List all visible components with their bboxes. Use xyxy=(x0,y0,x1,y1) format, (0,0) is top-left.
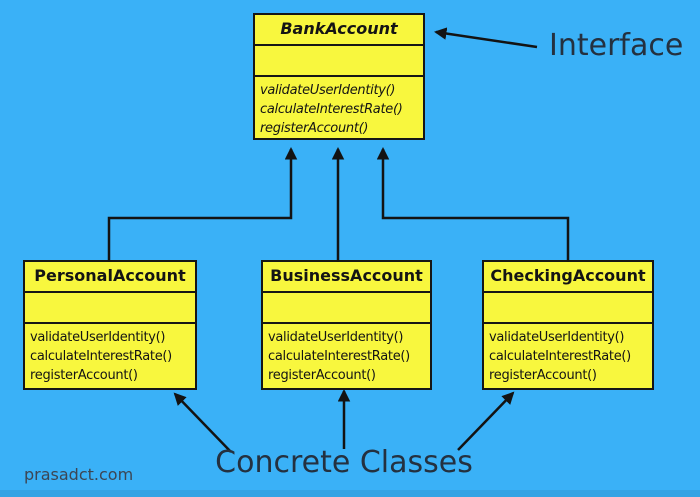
attributes-section-empty xyxy=(255,46,423,77)
method-item: registerAccount() xyxy=(260,121,369,136)
method-item: registerAccount() xyxy=(489,368,597,383)
method-item: validateUserIdentity() xyxy=(30,330,166,345)
bottom-edge-strip xyxy=(0,490,700,497)
method-item: calculateInterestRate() xyxy=(489,349,631,364)
method-item: calculateInterestRate() xyxy=(268,349,410,364)
method-item: validateUserIdentity() xyxy=(260,83,396,98)
method-item: registerAccount() xyxy=(30,368,138,383)
attributes-section-empty xyxy=(263,293,430,324)
attributes-section-empty xyxy=(484,293,652,324)
method-item: registerAccount() xyxy=(268,368,376,383)
watermark-text: prasadct.com xyxy=(24,465,134,484)
methods-section: validateUserIdentity() calculateInterest… xyxy=(263,324,430,385)
interface-annotation-label: Interface xyxy=(549,28,684,63)
class-box-businessaccount: BusinessAccount validateUserIdentity() c… xyxy=(261,260,432,390)
class-title-businessaccount: BusinessAccount xyxy=(263,262,430,293)
method-item: validateUserIdentity() xyxy=(268,330,404,345)
method-item: calculateInterestRate() xyxy=(30,349,172,364)
method-item: calculateInterestRate() xyxy=(260,102,403,117)
class-title-checkingaccount: CheckingAccount xyxy=(484,262,652,293)
methods-section: validateUserIdentity() calculateInterest… xyxy=(25,324,195,385)
class-title-bankaccount: BankAccount xyxy=(255,15,423,46)
class-box-checkingaccount: CheckingAccount validateUserIdentity() c… xyxy=(482,260,654,390)
class-box-bankaccount: BankAccount validateUserIdentity() calcu… xyxy=(253,13,425,140)
concrete-callout-arrow-left xyxy=(173,392,232,453)
class-title-personalaccount: PersonalAccount xyxy=(25,262,195,293)
realization-arrow-personal-to-bankaccount xyxy=(107,146,298,262)
realization-arrow-checking-to-bankaccount xyxy=(376,146,570,262)
concrete-callout-arrow-right xyxy=(457,391,515,451)
attributes-section-empty xyxy=(25,293,195,324)
concrete-classes-annotation-label: Concrete Classes xyxy=(215,445,473,480)
interface-callout-arrow xyxy=(434,27,538,49)
class-box-personalaccount: PersonalAccount validateUserIdentity() c… xyxy=(23,260,197,390)
methods-section: validateUserIdentity() calculateInterest… xyxy=(484,324,652,385)
methods-section: validateUserIdentity() calculateInterest… xyxy=(255,77,423,138)
method-item: validateUserIdentity() xyxy=(489,330,625,345)
